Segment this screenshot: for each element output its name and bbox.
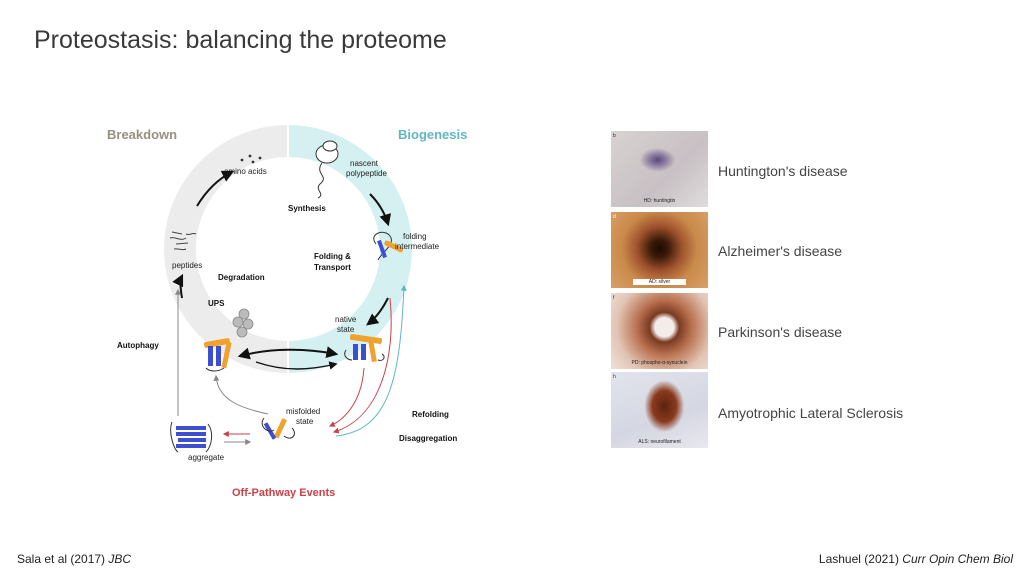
citation-right-journal: Curr Opin Chem Biol	[902, 552, 1013, 566]
folding-intermediate-label-2: intermediate	[395, 242, 440, 251]
aggregate-label: aggregate	[188, 453, 225, 462]
arrow-folding-to-native	[366, 297, 389, 326]
native-state-protein-icon	[344, 334, 385, 363]
folding-transport-label-1: Folding &	[314, 252, 351, 261]
disease-label-als: Amyotrophic Lateral Sclerosis	[718, 405, 904, 421]
peptides-icon	[169, 231, 197, 251]
ups-label: UPS	[208, 299, 225, 308]
citation-left-journal: JBC	[108, 552, 132, 566]
panel-tag: h	[613, 374, 616, 380]
arrow-peptides-to-amino	[172, 273, 184, 299]
amino-acids-icon	[240, 154, 262, 164]
slide-title: Proteostasis: balancing the proteome	[34, 26, 447, 54]
arrow-native-to-ups	[237, 346, 339, 360]
breakdown-label: Breakdown	[107, 127, 177, 142]
citation-right: Lashuel (2021) Curr Opin Chem Biol	[819, 552, 1013, 566]
ubiquitin-chain-icon	[232, 308, 254, 338]
arrow-amino-to-nascent	[196, 170, 235, 207]
protein-ups-icon	[203, 338, 232, 372]
arrow-native-to-misfolded	[328, 367, 365, 427]
panel-tag: f	[613, 295, 615, 301]
panel-alzheimer-image: d AD: silver	[611, 212, 708, 288]
disease-label-alzheimer: Alzheimer's disease	[718, 243, 843, 259]
amino-acids-label: amino acids	[224, 167, 267, 176]
panel-caption: AD: silver	[633, 279, 686, 285]
panel-tag: b	[613, 133, 616, 139]
arrow-autophagy-misfolded	[213, 374, 269, 415]
synthesis-label: Synthesis	[288, 204, 326, 213]
misfolded-state-label-2: state	[296, 417, 314, 426]
disease-label-huntington: Huntington's disease	[718, 163, 848, 179]
folding-intermediate-icon	[373, 231, 404, 261]
citation-left-author: Sala et al (2017)	[17, 552, 109, 566]
refolding-label: Refolding	[412, 410, 449, 419]
nascent-polypeptide-label-2: polypeptide	[346, 169, 387, 178]
panel-caption: ALS: neurofilament	[638, 439, 681, 445]
panel-caption: PD: phospho-α-synuclein	[631, 360, 688, 366]
panel-parkinson-image: f PD: phospho-α-synuclein	[611, 293, 708, 369]
panel-huntington-image: b HD: huntingtin	[611, 131, 708, 207]
folding-intermediate-label-1: folding	[403, 232, 427, 241]
native-state-label-2: state	[337, 325, 355, 334]
native-state-label-1: native	[335, 315, 357, 324]
disease-label-parkinson: Parkinson's disease	[718, 324, 843, 340]
folding-transport-label-2: Transport	[314, 263, 351, 272]
arrow-ups-to-native	[255, 361, 338, 370]
ring-breakdown-half	[164, 125, 288, 373]
biogenesis-label: Biogenesis	[398, 127, 467, 142]
disaggregation-label: Disaggregation	[399, 434, 457, 443]
citation-right-author: Lashuel (2021)	[818, 552, 903, 566]
nascent-polypeptide-label-1: nascent	[350, 159, 379, 168]
panel-caption: HD: huntingtin	[643, 198, 676, 204]
peptides-label: peptides	[172, 261, 202, 270]
aggregate-icon	[170, 421, 213, 453]
degradation-label: Degradation	[218, 273, 265, 282]
panel-tag: d	[613, 214, 616, 220]
misfolded-state-label-1: misfolded	[286, 407, 320, 416]
proteostasis-cycle-diagram: Breakdown Biogenesis amino acids nascent…	[107, 125, 467, 499]
panel-als-image: h ALS: neurofilament	[611, 372, 708, 448]
arrow-nascent-to-folding	[369, 193, 391, 227]
arrow-refolding	[335, 284, 407, 437]
arrow-folding-to-misfolded	[332, 297, 392, 434]
ribosome-icon	[315, 140, 339, 199]
misfolded-protein-icon	[261, 417, 295, 440]
off-pathway-label: Off-Pathway Events	[232, 487, 335, 499]
citation-left: Sala et al (2017) JBC	[17, 552, 131, 566]
autophagy-label: Autophagy	[117, 341, 159, 350]
